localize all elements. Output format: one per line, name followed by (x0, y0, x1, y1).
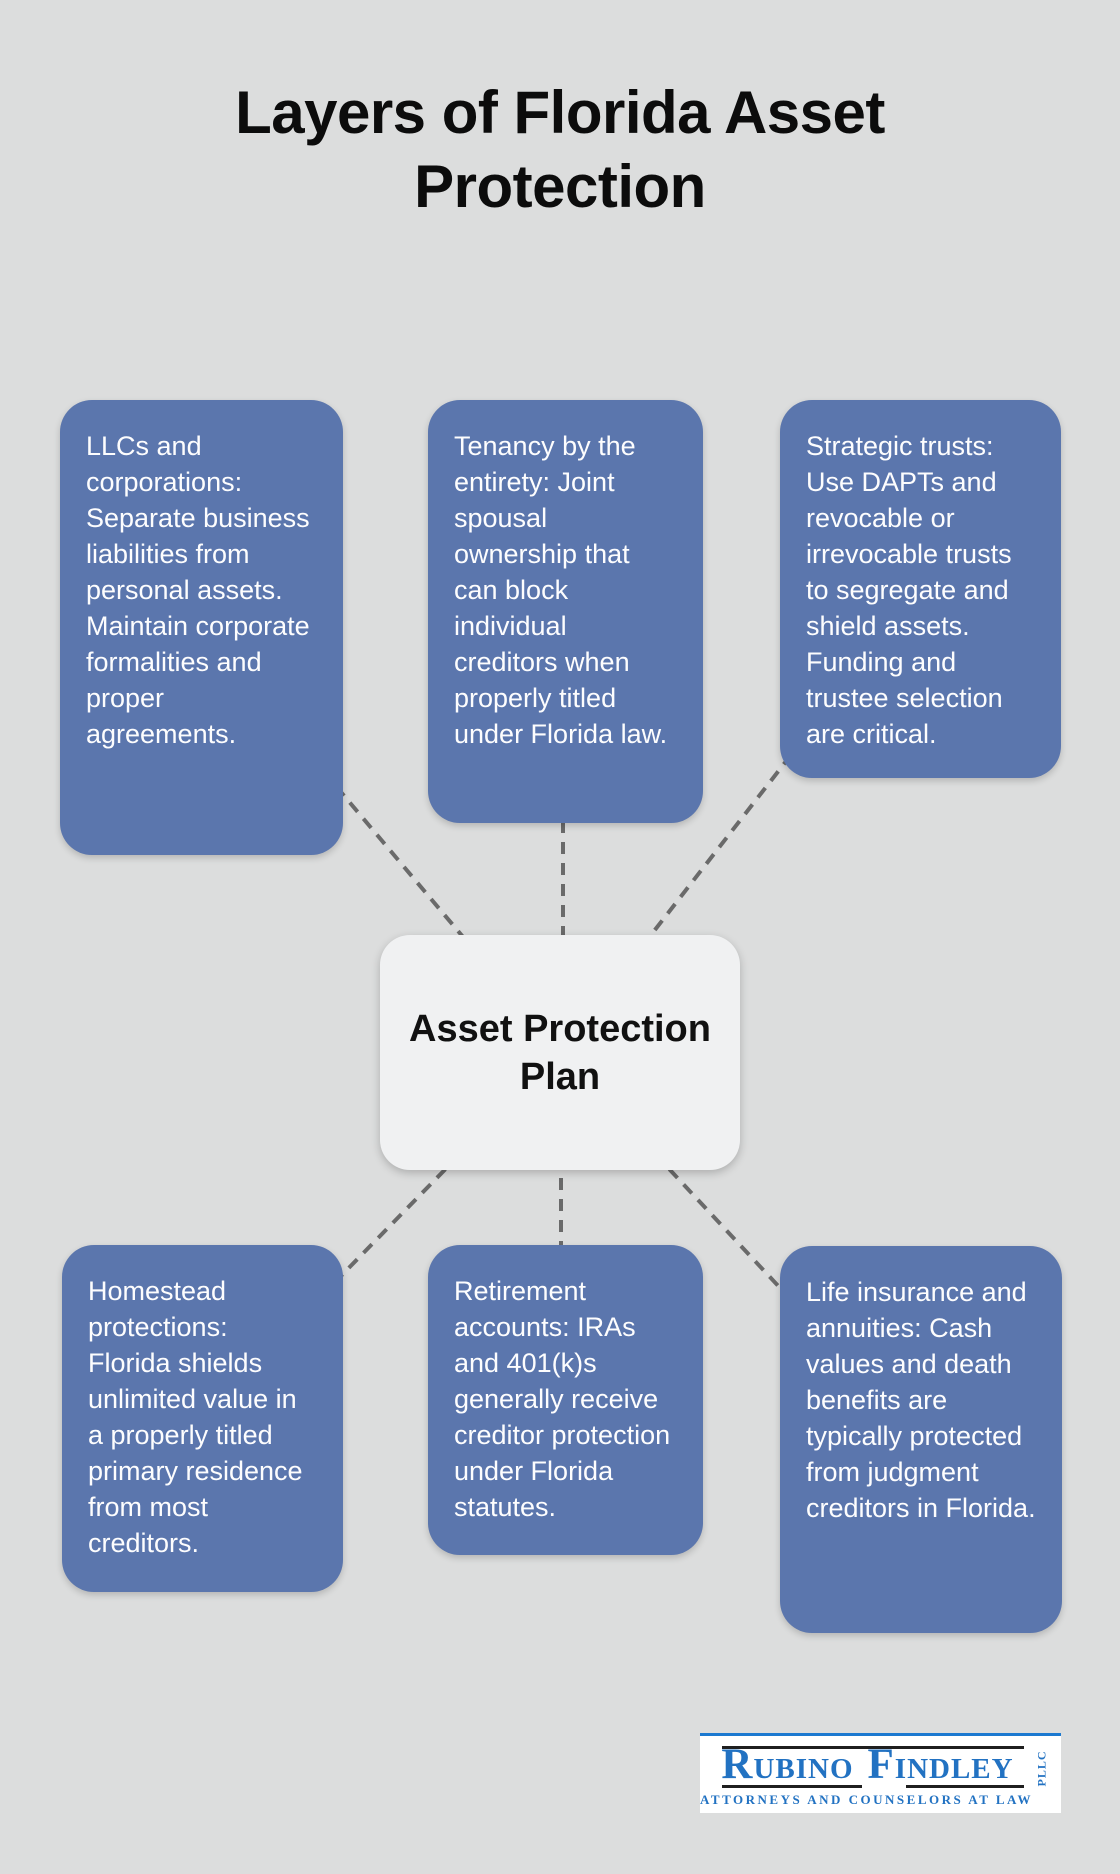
node-strategic-trusts: Strategic trusts: Use DAPTs and revocabl… (780, 400, 1061, 778)
center-node-asset-protection-plan: Asset Protection Plan (380, 935, 740, 1170)
node-text: LLCs and corporations: Separate business… (86, 431, 310, 749)
node-life-insurance-and-annuities: Life insurance and annuities: Cash value… (780, 1246, 1062, 1633)
node-text: Homestead protections: Florida shields u… (88, 1276, 303, 1558)
node-retirement-accounts: Retirement accounts: IRAs and 401(k)s ge… (428, 1245, 703, 1555)
page-title: Layers of Florida Asset Protection (235, 79, 885, 220)
logo-under-rule-right (906, 1785, 1024, 1788)
node-llcs-and-corporations: LLCs and corporations: Separate business… (60, 400, 343, 855)
node-text: Retirement accounts: IRAs and 401(k)s ge… (454, 1276, 671, 1522)
node-tenancy-by-the-entirety: Tenancy by the entirety: Joint spousal o… (428, 400, 703, 823)
logo-top-rule (722, 1746, 1024, 1749)
node-text: Life insurance and annuities: Cash value… (806, 1277, 1036, 1523)
firm-name: RUBINO FINDLEY (708, 1743, 1027, 1787)
firm-name-word-2: FINDLEY (867, 1741, 1014, 1788)
firm-name-word-1: RUBINO (721, 1741, 854, 1788)
node-homestead-protections: Homestead protections: Florida shields u… (62, 1245, 343, 1592)
node-text: Strategic trusts: Use DAPTs and revocabl… (806, 431, 1012, 749)
firm-logo: RUBINO FINDLEY PLLC ATTORNEYS AND COUNSE… (700, 1733, 1061, 1813)
firm-suffix-pllc: PLLC (1034, 1750, 1049, 1787)
logo-under-rule-left (722, 1785, 862, 1788)
firm-tagline: ATTORNEYS AND COUNSELORS AT LAW (700, 1792, 1033, 1807)
node-text: Tenancy by the entirety: Joint spousal o… (454, 431, 668, 749)
center-node-label: Asset Protection Plan (409, 1007, 711, 1098)
